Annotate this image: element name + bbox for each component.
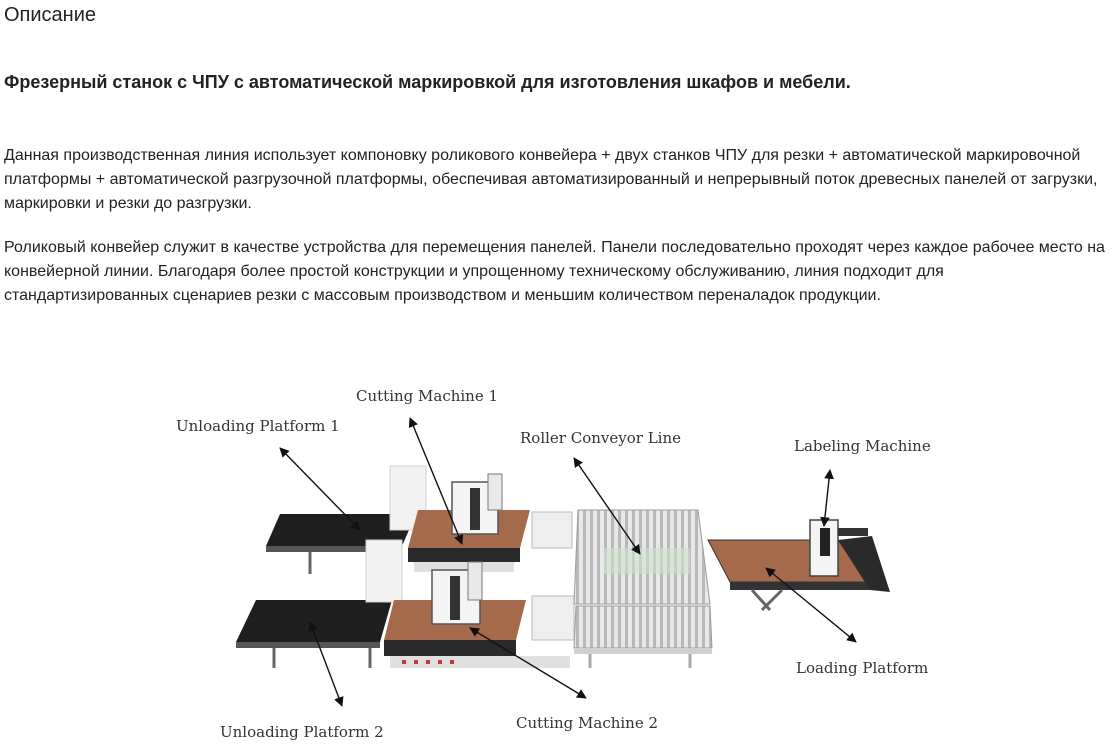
arrow-labeling-machine (820, 469, 834, 527)
arrow-cutting-machine-2 (469, 627, 587, 699)
label-unloading-platform-1: Unloading Platform 1 (176, 417, 340, 435)
arrow-unloading-platform-2 (308, 621, 344, 707)
section-title: Описание (4, 4, 97, 26)
label-cutting-machine-1: Cutting Machine 1 (356, 387, 498, 405)
arrow-loading-platform (765, 567, 857, 643)
label-loading-platform: Loading Platform (796, 659, 928, 677)
arrow-cutting-machine-1 (408, 417, 464, 545)
production-line-diagram: Cutting Machine 1 Unloading Platform 1 R… (170, 378, 960, 751)
roller-conveyor-lower (573, 605, 713, 649)
description-paragraph-2: Роликовый конвейер служит в качестве уст… (4, 239, 1105, 304)
label-roller-conveyor-line: Roller Conveyor Line (520, 429, 681, 447)
label-unloading-platform-2: Unloading Platform 2 (220, 723, 384, 741)
description-paragraph-1: Данная производственная линия использует… (4, 147, 1098, 212)
control-cabinet-2 (365, 539, 403, 603)
arrow-roller-conveyor (573, 457, 641, 555)
label-labeling-machine: Labeling Machine (794, 437, 931, 455)
production-line-illustration: Cutting Machine 1 Unloading Platform 1 R… (176, 387, 931, 741)
arrow-unloading-platform-1 (279, 447, 361, 531)
label-cutting-machine-2: Cutting Machine 2 (516, 714, 658, 732)
product-headline: Фрезерный станок с ЧПУ с автоматической … (4, 72, 851, 92)
unloading-platform-2-belt (236, 600, 392, 642)
